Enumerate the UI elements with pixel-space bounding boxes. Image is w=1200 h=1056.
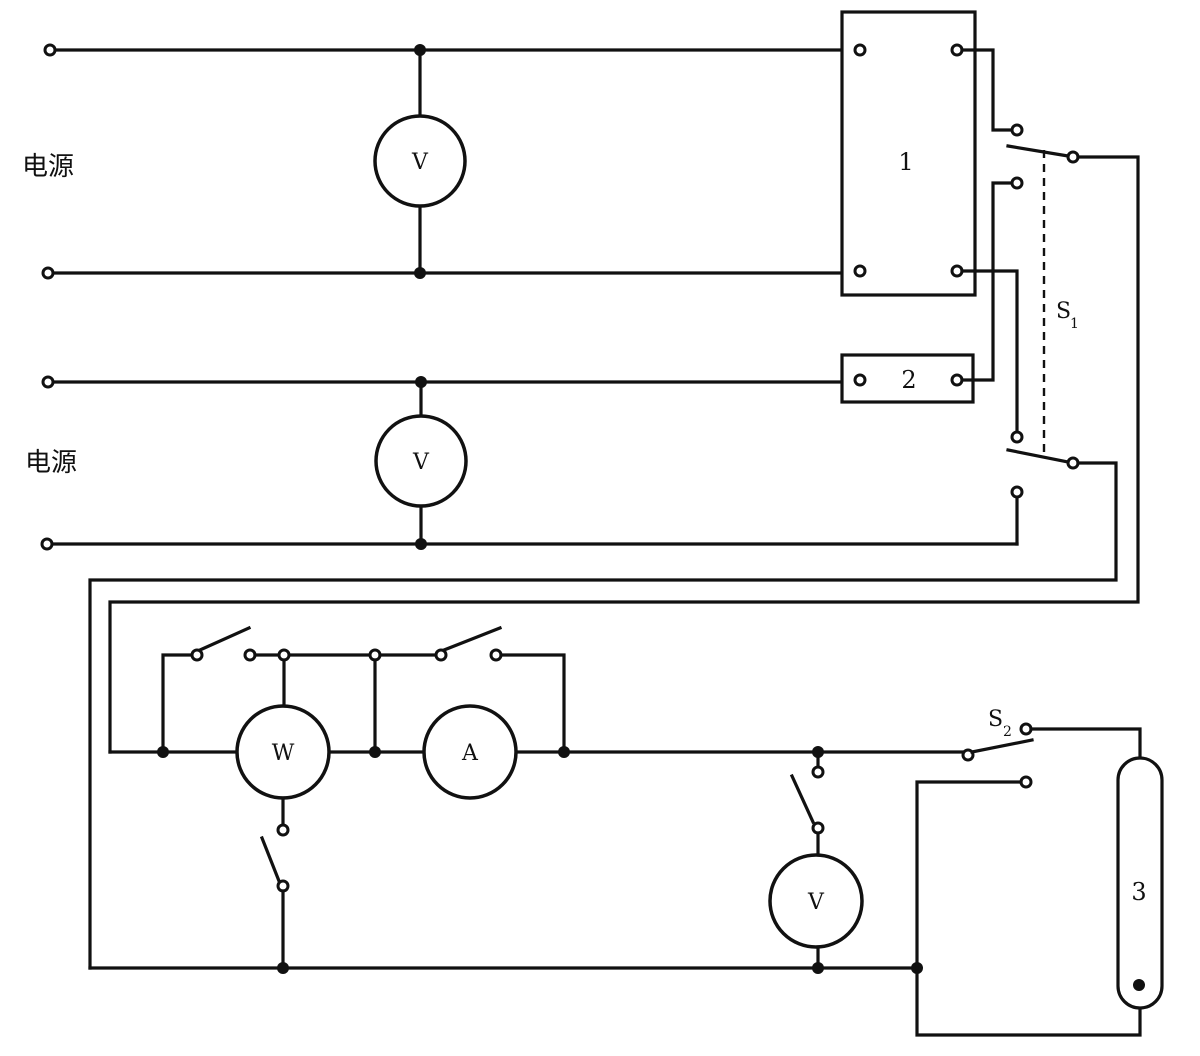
v-switch-blade: [789, 773, 816, 825]
lower-source-terminal-top: [41, 375, 55, 389]
s2-label-subscript: 2: [1003, 724, 1012, 740]
w-bypass-contact-left: [190, 648, 204, 662]
s1-contact-lower-a: [1010, 430, 1024, 444]
component-2-label: 2: [901, 366, 916, 394]
component-1-label: 1: [898, 148, 913, 176]
junction-dot: [414, 44, 426, 56]
wire-s2-to-component-3: [1029, 727, 1142, 762]
junction-dot: [277, 962, 289, 974]
s1-label-subscript: 1: [1070, 316, 1079, 332]
component-2: 2: [840, 353, 975, 404]
junction-dot: [812, 746, 824, 758]
wire-comp2-out-to-s1: [960, 181, 1014, 382]
load-voltmeter-symbol: V: [807, 890, 825, 915]
component-1-terminal-in-top: [853, 43, 867, 57]
lower-source-terminal-bottom: [40, 537, 54, 551]
s1-label: S: [1056, 299, 1071, 324]
junction-dot: [157, 746, 169, 758]
wire-s1-upper-output: [108, 155, 1140, 754]
s1-blade-upper: [1006, 144, 1070, 158]
lower-power-source: 电源 V: [25, 375, 1019, 551]
power-source-label-upper: 电源: [22, 152, 74, 182]
s1-contact-upper-b: [1010, 176, 1024, 190]
a-bypass-contact-left: [434, 648, 448, 662]
wire-a-bypass-right: [499, 653, 566, 754]
lower-voltmeter: [374, 414, 468, 508]
switch-s1: S 1: [88, 48, 1140, 970]
junction-dot: [415, 538, 427, 550]
component-1-terminal-in-bottom: [853, 264, 867, 278]
upper-voltmeter-symbol: V: [411, 150, 429, 175]
wire-s1-lower-output: [88, 461, 1118, 970]
junction-dot: [369, 746, 381, 758]
upper-source-terminal-top: [43, 43, 57, 57]
component-1: 1: [840, 10, 977, 297]
component-3-tube: [1116, 756, 1164, 1010]
s2-label: S: [988, 707, 1003, 732]
upper-voltmeter: [373, 114, 467, 208]
wire-s2-bottom-to-component-3: [915, 780, 1142, 1037]
upper-source-terminal-bottom: [41, 266, 55, 280]
wire-comp1-out-top-to-s1: [960, 48, 1014, 132]
switch-s2-and-load: S 2 3: [915, 707, 1164, 1037]
junction-dot: [558, 746, 570, 758]
a-bypass-blade: [441, 625, 503, 653]
component-2-terminal-in: [853, 373, 867, 387]
junction-dot: [415, 376, 427, 388]
load-voltmeter: [768, 853, 864, 949]
upper-power-source: 电源 V: [22, 43, 860, 280]
v-switch-contact-top: [811, 765, 825, 779]
lower-voltmeter-symbol: V: [412, 450, 430, 475]
wattmeter-symbol: W: [272, 741, 295, 766]
junction-dot: [812, 962, 824, 974]
component-3-label: 3: [1131, 878, 1146, 906]
component-3-electrode-dot: [1133, 979, 1145, 991]
s1-contact-lower-b: [1010, 485, 1024, 499]
w-switch-contact-top: [276, 823, 290, 837]
wire-w-bypass-left: [161, 653, 194, 754]
component-1-box: [840, 10, 977, 297]
ammeter: [422, 704, 518, 800]
wire-comp1-out-bottom-to-s1: [960, 269, 1019, 435]
w-bypass-blade: [197, 625, 252, 653]
junction-dot: [414, 267, 426, 279]
power-source-label-lower: 电源: [25, 448, 77, 478]
w-switch-blade: [259, 835, 282, 884]
ammeter-symbol: A: [461, 741, 479, 766]
s2-blade: [970, 738, 1034, 754]
s1-contact-upper-a: [1010, 123, 1024, 137]
measurement-section: W A V: [88, 625, 964, 974]
s1-blade-lower: [1006, 448, 1070, 464]
